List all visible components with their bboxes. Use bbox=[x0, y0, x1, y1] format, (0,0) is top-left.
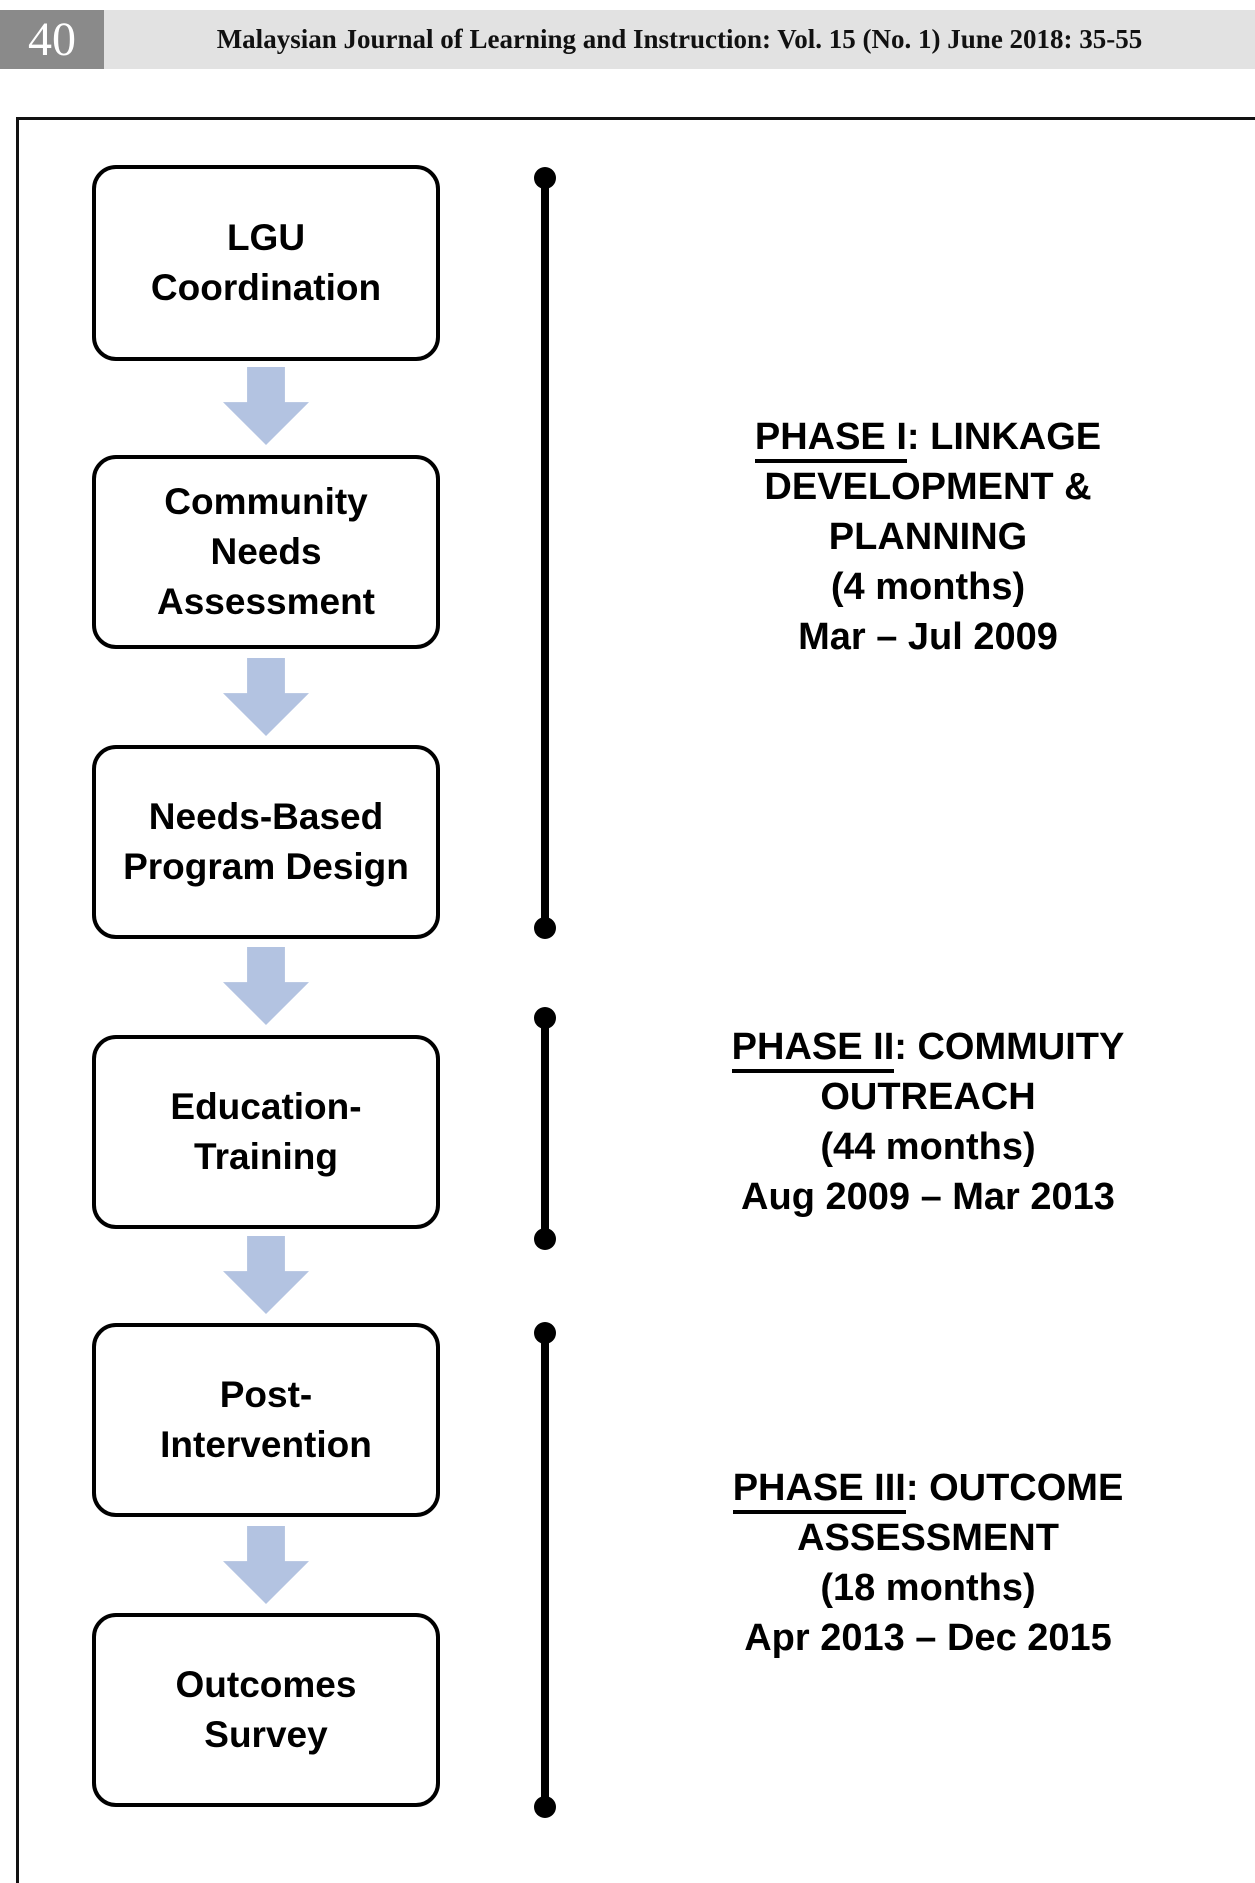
phase-title-rest: : COMMUITY bbox=[894, 1026, 1125, 1068]
timeline-dot bbox=[534, 1796, 556, 1818]
journal-header-band: Malaysian Journal of Learning and Instru… bbox=[104, 10, 1255, 69]
phase-period: Mar – Jul 2009 bbox=[798, 616, 1058, 658]
phase-title-rest: : LINKAGE bbox=[906, 416, 1102, 458]
phase-2-label: PHASE II: COMMUITY OUTREACH (44 months) … bbox=[640, 1022, 1216, 1222]
phase-title-line: PHASE II: COMMUITY bbox=[640, 1022, 1216, 1073]
flow-step-community-needs-assessment: Community Needs Assessment bbox=[92, 455, 440, 649]
step-line: Intervention bbox=[160, 1424, 372, 1465]
step-line: Community bbox=[164, 481, 368, 522]
phase-name: PHASE II bbox=[731, 1026, 895, 1073]
step-line: Program Design bbox=[123, 846, 409, 887]
page-number: 40 bbox=[0, 10, 104, 69]
phase-line: PLANNING bbox=[828, 516, 1028, 558]
phase-duration: (18 months) bbox=[820, 1567, 1036, 1609]
phase-name: PHASE I bbox=[754, 416, 907, 463]
step-line: Survey bbox=[204, 1714, 328, 1755]
timeline-dot bbox=[534, 167, 556, 189]
timeline-segment-phase-1 bbox=[534, 167, 556, 939]
phase-period: Aug 2009 – Mar 2013 bbox=[741, 1176, 1115, 1218]
page-number-text: 40 bbox=[28, 13, 76, 66]
flow-step-needs-based-program-design: Needs-Based Program Design bbox=[92, 745, 440, 939]
flow-step-education-training: Education- Training bbox=[92, 1035, 440, 1229]
flow-step-post-intervention: Post- Intervention bbox=[92, 1323, 440, 1517]
timeline-dot bbox=[534, 1007, 556, 1029]
step-line: Post- bbox=[219, 1374, 313, 1415]
journal-title: Malaysian Journal of Learning and Instru… bbox=[216, 24, 1143, 54]
timeline-segment-phase-3 bbox=[534, 1322, 556, 1818]
phase-line: DEVELOPMENT & bbox=[764, 466, 1092, 508]
step-line: Coordination bbox=[150, 267, 382, 308]
step-line: Education- bbox=[170, 1086, 362, 1127]
flow-step-lgu-coordination: LGU Coordination bbox=[92, 165, 440, 361]
phase-duration: (4 months) bbox=[830, 566, 1026, 608]
timeline-dot bbox=[534, 1228, 556, 1250]
figure-border bbox=[16, 117, 1255, 1883]
step-line: Needs bbox=[210, 531, 322, 572]
step-line: Assessment bbox=[156, 581, 375, 622]
phase-1-label: PHASE I: LINKAGE DEVELOPMENT & PLANNING … bbox=[640, 412, 1216, 662]
phase-3-label: PHASE III: OUTCOME ASSESSMENT (18 months… bbox=[640, 1463, 1216, 1663]
step-line: Training bbox=[194, 1136, 338, 1177]
step-line: LGU bbox=[226, 217, 306, 258]
timeline-dot bbox=[534, 1322, 556, 1344]
phase-name: PHASE III bbox=[732, 1467, 906, 1514]
phase-line: OUTREACH bbox=[820, 1076, 1036, 1118]
phase-period: Apr 2013 – Dec 2015 bbox=[744, 1617, 1112, 1659]
step-line: Needs-Based bbox=[148, 796, 384, 837]
flow-step-outcomes-survey: Outcomes Survey bbox=[92, 1613, 440, 1807]
timeline-dot bbox=[534, 917, 556, 939]
phase-title-rest: : OUTCOME bbox=[905, 1467, 1124, 1509]
phase-title-line: PHASE III: OUTCOME bbox=[640, 1463, 1216, 1514]
timeline-segment-phase-2 bbox=[534, 1007, 556, 1250]
phase-line: ASSESSMENT bbox=[797, 1517, 1059, 1559]
phase-title-line: PHASE I: LINKAGE bbox=[640, 412, 1216, 463]
phase-duration: (44 months) bbox=[820, 1126, 1036, 1168]
step-line: Outcomes bbox=[175, 1664, 357, 1705]
